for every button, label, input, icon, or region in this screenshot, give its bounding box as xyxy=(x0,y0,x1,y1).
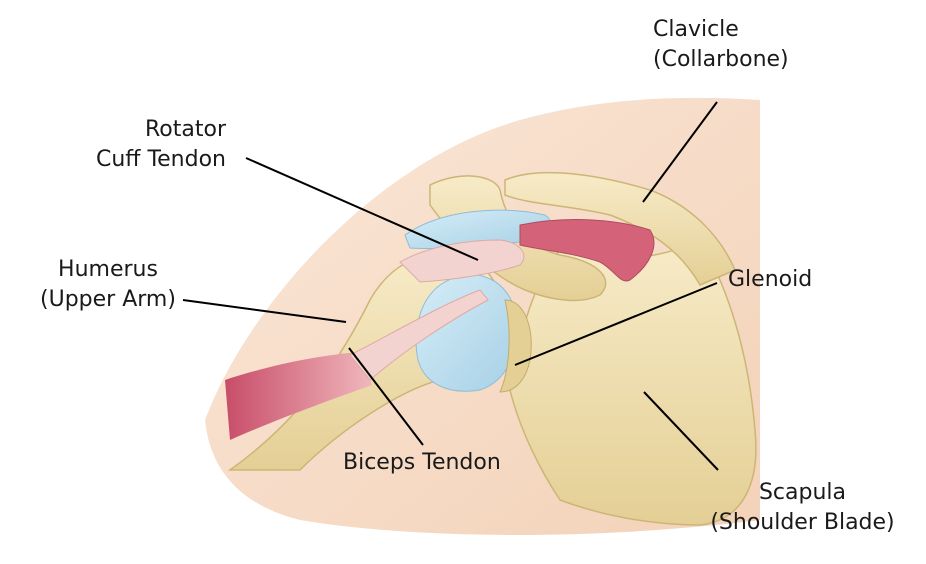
leader-line-rotator-cuff xyxy=(245,157,479,261)
leader-line-humerus xyxy=(182,299,347,323)
label-clavicle-line2: (Collarbone) xyxy=(653,47,789,72)
label-rotator-cuff-line2: Cuff Tendon xyxy=(95,147,226,172)
glenoid-rim xyxy=(499,299,532,393)
label-rotator-cuff-line1: Rotator xyxy=(145,117,226,142)
leader-line-glenoid xyxy=(514,282,718,366)
biceps-muscle xyxy=(225,352,372,440)
leader-line-scapula xyxy=(643,391,719,471)
label-humerus-line1: Humerus xyxy=(58,257,158,282)
label-biceps-line1: Biceps Tendon xyxy=(343,450,501,475)
label-glenoid-line1: Glenoid xyxy=(728,267,813,292)
label-glenoid: Glenoid xyxy=(728,265,812,295)
leader-line-clavicle xyxy=(642,101,718,203)
label-humerus-line2: (Upper Arm) xyxy=(40,287,176,312)
biceps-tendon xyxy=(349,289,489,381)
clavicle-bone xyxy=(504,171,736,286)
label-clavicle: Clavicle (Collarbone) xyxy=(653,15,789,75)
supraspinatus-muscle xyxy=(519,219,655,282)
label-scapula: Scapula (Shoulder Blade) xyxy=(690,478,915,538)
label-biceps: Biceps Tendon xyxy=(343,448,501,478)
label-rotator-cuff: Rotator Cuff Tendon xyxy=(60,115,226,175)
label-scapula-line1: Scapula xyxy=(758,480,847,505)
label-clavicle-line1: Clavicle xyxy=(653,17,739,42)
label-scapula-line2: (Shoulder Blade) xyxy=(710,510,895,535)
leader-line-biceps xyxy=(348,347,424,446)
label-humerus: Humerus (Upper Arm) xyxy=(18,255,198,315)
